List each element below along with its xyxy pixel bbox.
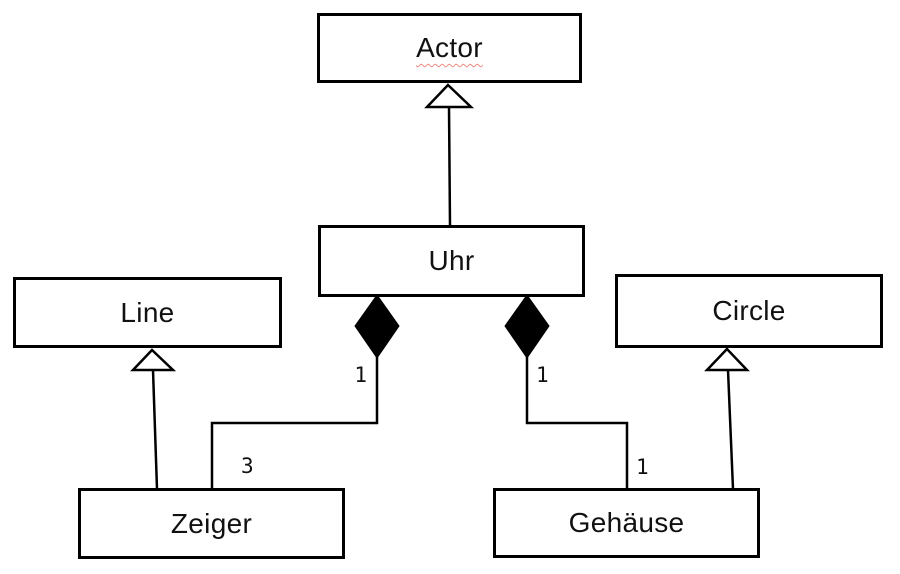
class-box-line: Line xyxy=(13,277,282,348)
composition-uhr-gehaeuse xyxy=(504,294,629,489)
generalization-gehaeuse-circle xyxy=(704,347,750,490)
hollow-triangle-arrowhead-actor xyxy=(424,83,475,109)
multiplicity-uhr-zeiger-part: 3 xyxy=(241,454,254,478)
class-box-actor: Actor xyxy=(317,13,582,83)
class-label-uhr: Uhr xyxy=(428,245,475,276)
hollow-triangle-arrowhead-circle xyxy=(704,347,750,372)
class-box-circle: Circle xyxy=(615,274,883,348)
multiplicity-uhr-gehaeuse-whole: 1 xyxy=(536,363,549,387)
hollow-triangle-arrowhead-line xyxy=(130,348,177,372)
class-box-gehaeuse: Gehäuse xyxy=(493,488,760,558)
filled-diamond-uhr-gehaeuse xyxy=(504,294,550,359)
class-label-gehaeuse: Gehäuse xyxy=(568,507,685,538)
class-label-line: Line xyxy=(120,296,175,328)
generalization-uhr-actor xyxy=(424,83,475,226)
class-box-uhr: Uhr xyxy=(318,225,585,297)
class-box-zeiger: Zeiger xyxy=(78,488,345,559)
multiplicity-uhr-zeiger-whole: 1 xyxy=(354,363,367,387)
generalization-zeiger-line xyxy=(130,348,177,490)
class-label-zeiger: Zeiger xyxy=(170,507,253,539)
multiplicity-uhr-gehaeuse-part: 1 xyxy=(636,455,649,479)
class-label-actor: Actor xyxy=(416,32,483,63)
filled-diamond-uhr-zeiger xyxy=(354,294,400,359)
class-label-circle: Circle xyxy=(712,295,786,326)
